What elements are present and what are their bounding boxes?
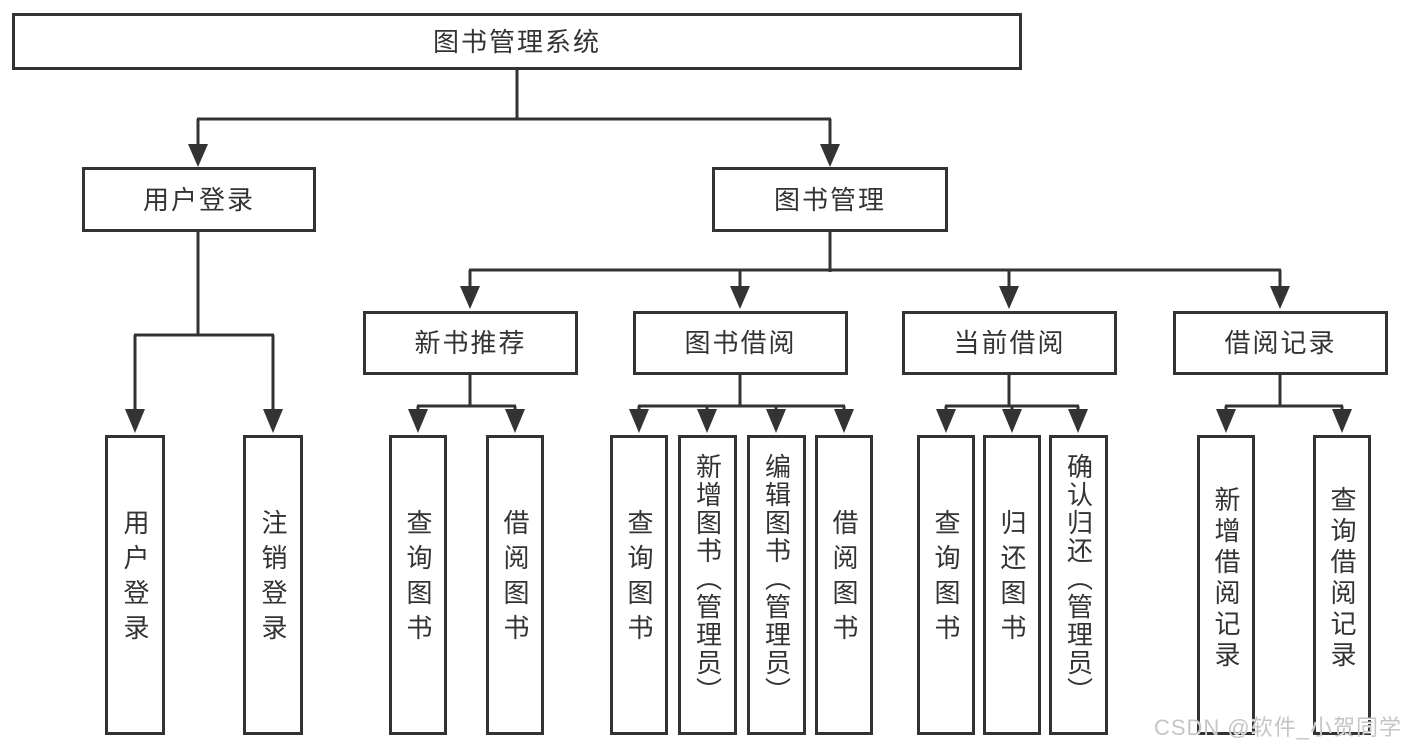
leaf-label: 新增借阅记录 xyxy=(1211,486,1241,672)
arrow-leaf-bb-query xyxy=(629,409,649,433)
arrow-leaf-cb-query xyxy=(936,409,956,433)
connector-root-to-level2 xyxy=(196,69,832,146)
leaf-label: 注销登录 xyxy=(258,509,288,649)
leaf-query-books-cb: 查询图书 xyxy=(917,435,975,735)
arrow-current-borrow xyxy=(999,286,1019,309)
arrow-borrow-record xyxy=(1270,286,1290,309)
leaf-return-books: 归还图书 xyxy=(983,435,1041,735)
node-label: 图书管理 xyxy=(773,184,886,215)
arrow-book-mgmt xyxy=(820,144,840,167)
leaf-logout: 注销登录 xyxy=(243,435,303,735)
leaf-query-books-bb: 查询图书 xyxy=(610,435,668,735)
leaf-label: 新增图书（管理员） xyxy=(692,453,723,705)
leaf-label: 查询图书 xyxy=(624,509,654,649)
leaf-borrow-books-nb: 借阅图书 xyxy=(486,435,544,735)
arrowheads xyxy=(125,144,1352,433)
leaf-label: 编辑图书（管理员） xyxy=(761,453,792,705)
leaf-label: 查询借阅记录 xyxy=(1327,486,1357,672)
arrow-leaf-nb-query xyxy=(408,409,428,433)
arrow-leaf-user-login xyxy=(125,409,145,433)
node-new-book-recommend: 新书推荐 xyxy=(363,311,578,375)
arrow-leaf-cb-confirm xyxy=(1068,409,1088,433)
leaf-label: 查询图书 xyxy=(403,509,433,649)
leaf-label: 借阅图书 xyxy=(500,509,530,649)
leaf-label: 查询图书 xyxy=(931,509,961,649)
leaf-label: 归还图书 xyxy=(997,509,1027,649)
leaf-user-login: 用户登录 xyxy=(105,435,165,735)
connector-book-borrow-branch xyxy=(637,374,846,412)
node-label: 当前借阅 xyxy=(953,328,1066,358)
arrow-user-login xyxy=(188,144,208,167)
arrow-leaf-bb-edit xyxy=(766,409,786,433)
arrow-book-borrow xyxy=(730,286,750,309)
arrow-new-book xyxy=(460,286,480,309)
csdn-watermark: CSDN @软件_小贺同学 xyxy=(1153,715,1402,740)
arrow-leaf-cb-return xyxy=(1002,409,1022,433)
arrow-leaf-logout xyxy=(263,409,283,433)
arrow-leaf-bb-borrow xyxy=(834,409,854,433)
leaf-borrow-books-bb: 借阅图书 xyxy=(815,435,873,735)
leaf-confirm-return-admin: 确认归还（管理员） xyxy=(1049,435,1108,735)
leaf-query-books-nb: 查询图书 xyxy=(389,435,447,735)
leaf-add-books-admin: 新增图书（管理员） xyxy=(678,435,737,735)
leaf-label: 确认归还（管理员） xyxy=(1063,453,1094,705)
leaf-label: 借阅图书 xyxy=(829,509,859,649)
connector-user-login-branch xyxy=(133,231,275,412)
arrow-leaf-nb-borrow xyxy=(505,409,525,433)
node-label: 新书推荐 xyxy=(414,328,527,358)
node-current-borrowing: 当前借阅 xyxy=(902,311,1117,375)
node-root-library-system: 图书管理系统 xyxy=(12,13,1022,70)
arrow-leaf-br-add xyxy=(1216,409,1236,433)
node-label: 借阅记录 xyxy=(1224,328,1337,358)
arrow-leaf-br-query xyxy=(1332,409,1352,433)
arrow-leaf-bb-add xyxy=(697,409,717,433)
connector-current-borrow-branch xyxy=(944,374,1080,412)
node-label: 图书借阅 xyxy=(684,328,797,358)
node-borrow-records: 借阅记录 xyxy=(1173,311,1388,375)
connector-new-book-branch xyxy=(416,374,517,412)
connector-borrow-record-branch xyxy=(1224,374,1344,412)
leaf-label: 用户登录 xyxy=(120,509,150,649)
node-book-borrowing: 图书借阅 xyxy=(633,311,848,375)
leaf-edit-books-admin: 编辑图书（管理员） xyxy=(747,435,806,735)
node-user-login: 用户登录 xyxy=(82,167,316,232)
node-book-management: 图书管理 xyxy=(712,167,948,232)
connector-book-mgmt-branch xyxy=(468,231,1282,288)
leaf-query-borrow-record: 查询借阅记录 xyxy=(1313,435,1371,735)
node-label: 用户登录 xyxy=(142,184,255,215)
leaf-add-borrow-record: 新增借阅记录 xyxy=(1197,435,1255,735)
node-root-label: 图书管理系统 xyxy=(432,26,601,57)
